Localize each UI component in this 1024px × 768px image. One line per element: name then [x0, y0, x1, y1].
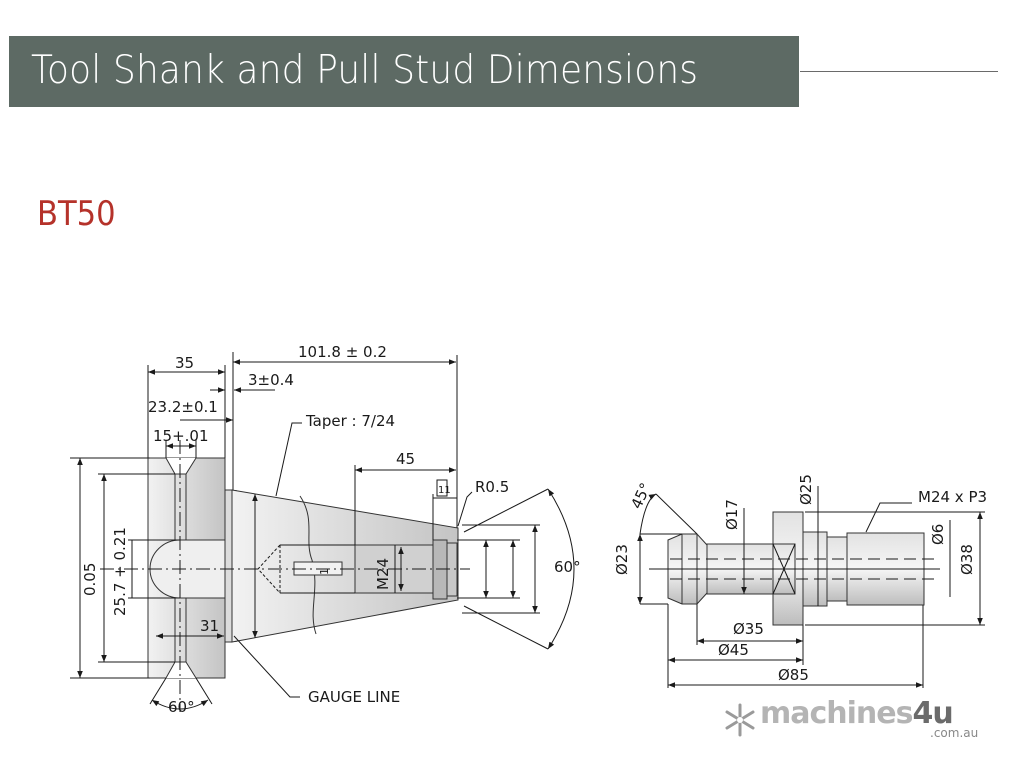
dim-head-angle: 45°	[627, 480, 655, 512]
logo-wordmark: machines4u	[760, 696, 954, 731]
logo-number: 4u	[912, 696, 954, 731]
model-label: BT50	[37, 194, 116, 234]
dim-flange-to-gauge: 23.2±0.1	[148, 398, 218, 416]
title-bar: Tool Shank and Pull Stud Dimensions	[9, 36, 799, 107]
snowflake-logo-icon	[725, 703, 755, 737]
dim-gauge-offset: 3±0.4	[248, 371, 294, 389]
dim-angle-right: 60°	[554, 558, 581, 576]
tool-shank-drawing	[70, 352, 575, 712]
dim-thread-depth: 45	[396, 450, 415, 468]
brand-logo: machines4u .com.au	[722, 696, 992, 745]
dim-bore-dia: Ø6	[929, 524, 947, 545]
dim-slot-width: 11	[438, 485, 451, 496]
dim-v-groove-angle: 60°	[168, 698, 195, 716]
dim-neck-dia: Ø17	[723, 499, 741, 530]
dim-len-45: Ø45	[718, 641, 749, 659]
dim-thread-spec: M24 x P3	[918, 488, 987, 506]
dim-key: 1	[318, 568, 331, 575]
title-divider	[800, 71, 998, 72]
dim-len-35: Ø35	[733, 620, 764, 638]
dim-collar-dia: Ø25	[797, 474, 815, 505]
dim-height-inner: 25.7 + 0.21	[111, 527, 129, 616]
tool-shank-labels: 35 101.8 ± 0.2 3±0.4 23.2±0.1 15+.01 Tap…	[81, 343, 581, 716]
dim-radius: R0.5	[475, 478, 509, 496]
dim-flange-dia: Ø38	[958, 544, 976, 575]
label-gauge-line: GAUGE LINE	[308, 688, 400, 706]
dim-thread: M24	[374, 558, 392, 590]
pull-stud-labels: 45° Ø23 Ø17 Ø25 M24 x P3 Ø6 Ø38 Ø35 Ø45 …	[613, 474, 987, 684]
dim-len-85: Ø85	[778, 666, 809, 684]
pull-stud-drawing	[637, 486, 985, 688]
page-title: Tool Shank and Pull Stud Dimensions	[31, 48, 699, 93]
dim-flange-inner: 31	[200, 617, 219, 635]
dim-flange-width: 35	[175, 354, 194, 372]
logo-word: machines	[760, 696, 913, 731]
taper-body	[231, 489, 459, 643]
label-taper: Taper : 7/24	[305, 412, 395, 430]
dim-head-dia: Ø23	[613, 544, 631, 575]
logo-domain: .com.au	[930, 726, 979, 740]
dim-total-length: 101.8 ± 0.2	[298, 343, 387, 361]
dim-height-outer: 0.05	[81, 563, 99, 596]
dim-groove-width: 15+.01	[153, 427, 209, 445]
